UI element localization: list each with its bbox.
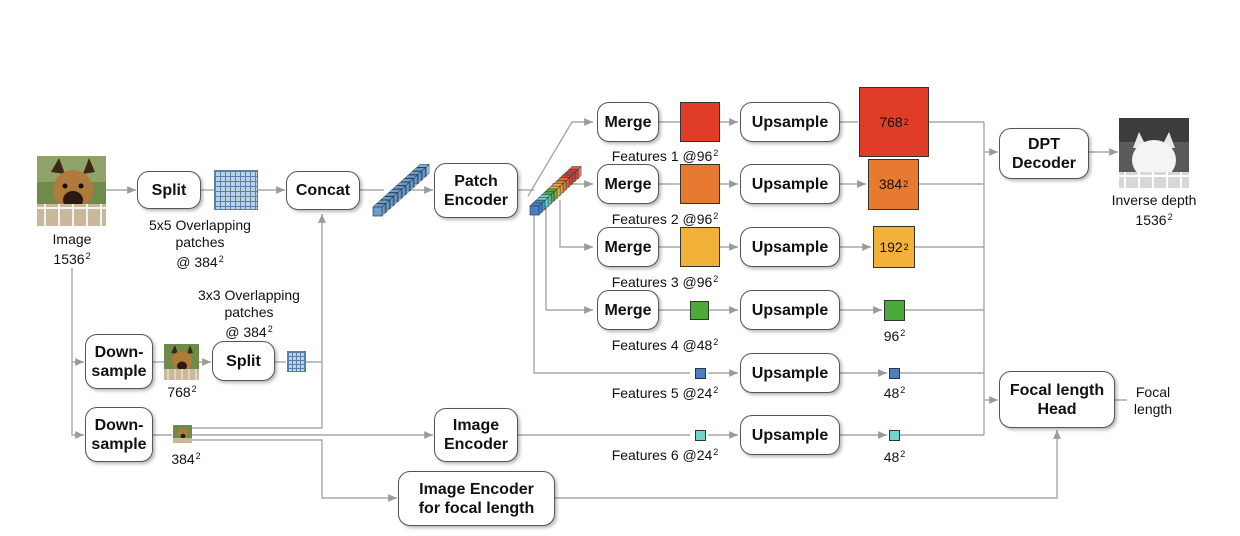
patch-note-top: 5x5 Overlapping patches @ 3842	[149, 217, 251, 270]
token-stack-concat	[372, 163, 430, 217]
downsampled-image-384	[173, 425, 192, 443]
downsample-size-384: 3842	[171, 451, 201, 467]
upsample-block-4: Upsample	[740, 290, 840, 330]
output-size-5: 482	[883, 385, 906, 401]
downsample-block-2: Down-sample	[85, 407, 153, 462]
merge-block-4: Merge	[597, 290, 659, 330]
output-map-4	[884, 299, 905, 321]
token-stack-encoder	[529, 165, 582, 216]
upsample-block-6: Upsample	[740, 415, 840, 455]
output-map-5	[889, 367, 900, 379]
output-size-2: 384	[878, 176, 903, 192]
inverse-depth-thumbnail	[1119, 118, 1189, 188]
merge-block-3: Merge	[597, 227, 659, 267]
dog-image-small	[164, 344, 199, 380]
merge-block-1: Merge	[597, 102, 659, 142]
dog-image	[37, 156, 106, 226]
feature-map-2	[680, 164, 720, 204]
split-block-mid: Split	[212, 341, 275, 381]
feature-label-1: Features 1 @962	[611, 148, 719, 164]
output-size-4: 962	[883, 328, 906, 344]
input-image-thumbnail	[37, 156, 106, 226]
token-cube	[529, 202, 543, 216]
output-map-6	[889, 429, 900, 441]
feature-label-2: Features 2 @962	[611, 211, 719, 227]
feature-map-5	[695, 367, 706, 379]
feature-label-5: Features 5 @242	[611, 385, 719, 401]
feature-map-3	[680, 227, 720, 267]
feature-map-6	[695, 429, 706, 441]
upsample-block-2: Upsample	[740, 164, 840, 204]
inverse-depth-label: Inverse depth 15362	[1111, 192, 1197, 228]
output-size-6: 482	[883, 449, 906, 465]
merge-block-2: Merge	[597, 164, 659, 204]
focal-length-output-label: Focal length	[1133, 384, 1173, 417]
upsample-block-5: Upsample	[740, 353, 840, 393]
feature-map-1	[680, 102, 720, 142]
split-block-top: Split	[137, 171, 201, 209]
upsample-block-3: Upsample	[740, 227, 840, 267]
downsample-block-1: Down-sample	[85, 334, 153, 389]
patch-grid-3x3	[287, 351, 306, 372]
patch-grid-5x5	[214, 170, 258, 210]
output-size-3: 192	[879, 239, 903, 255]
upsample-block-1: Upsample	[740, 102, 840, 142]
feature-label-3: Features 3 @962	[611, 274, 719, 290]
patch-note-mid: 3x3 Overlapping patches @ 3842	[198, 287, 300, 340]
output-size-1: 768	[879, 114, 903, 130]
depth-map-image	[1119, 118, 1189, 188]
downsample-size-768: 7682	[167, 384, 197, 400]
downsampled-image-768	[164, 344, 199, 380]
concat-block: Concat	[286, 171, 360, 210]
feature-map-4	[690, 300, 709, 320]
token-cube	[372, 203, 386, 217]
feature-label-6: Features 6 @242	[611, 447, 719, 463]
input-image-label: Image 15362	[52, 231, 92, 267]
feature-label-4: Features 4 @482	[611, 337, 719, 353]
dog-image-tiny	[173, 425, 192, 443]
